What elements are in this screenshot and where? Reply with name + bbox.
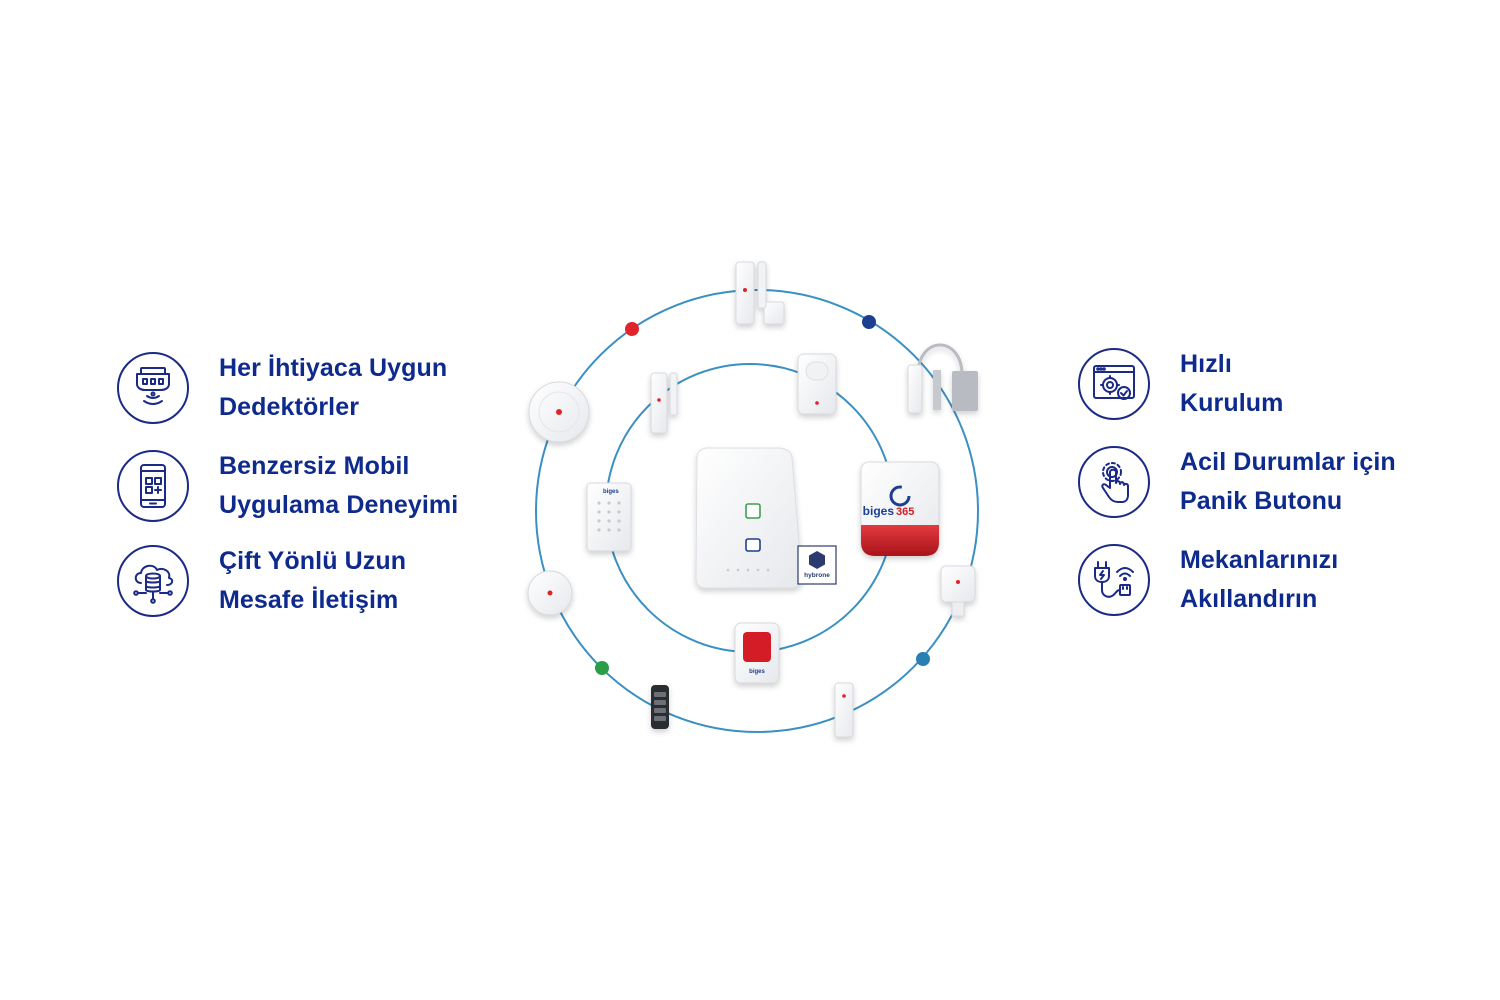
quick-setup-icon	[1078, 348, 1150, 420]
water-sensor-device	[527, 570, 573, 616]
feature-detectors-line2: Dedektörler	[219, 393, 360, 421]
outer-ring	[535, 289, 979, 733]
feature-communication-line2: Mesafe İletişim	[219, 586, 399, 614]
mobile-app-icon	[117, 450, 189, 522]
feature-detectors: Her İhtiyaca Uygun Dedektörler	[117, 349, 447, 427]
outdoor-siren-device: biges 365	[860, 461, 940, 556]
smart-plug-icon	[1078, 544, 1150, 616]
motion-detector-device	[797, 353, 837, 415]
feature-smart-line2: Akıllandırın	[1180, 585, 1318, 613]
keypad-device: biges	[586, 482, 632, 552]
ring-dot-red	[625, 322, 639, 336]
feature-quick-setup-line1: Hızlı	[1180, 350, 1232, 378]
hybrone-badge: hybrone	[797, 545, 837, 585]
panic-brand: biges	[749, 669, 765, 675]
feature-mobile-app: Benzersiz Mobil Uygulama Deneyimi	[117, 447, 458, 525]
feature-mobile-line2: Uygulama Deneyimi	[219, 491, 459, 519]
door-sensor-inner	[650, 372, 678, 434]
feature-detectors-line1: Her İhtiyaca Uygun	[219, 354, 448, 382]
badge-label: hybrone	[804, 572, 830, 579]
ring-dot-green	[595, 661, 609, 675]
feature-quick-setup-line2: Kurulum	[1180, 389, 1284, 417]
ring-dot-navy	[862, 315, 876, 329]
feature-smart-line1: Mekanlarınızı	[1180, 546, 1339, 574]
feature-panic-line2: Panik Butonu	[1180, 487, 1343, 515]
panic-button-device: biges	[734, 622, 780, 684]
feature-smart-spaces: Mekanlarınızı Akıllandırın	[1078, 541, 1338, 619]
feature-panic-line1: Acil Durumlar için	[1180, 448, 1396, 476]
wired-contact-sensor	[907, 343, 978, 414]
feature-panic-button: Acil Durumlar için Panik Butonu	[1078, 443, 1396, 521]
cloud-network-icon	[117, 545, 189, 617]
panic-touch-icon	[1078, 446, 1150, 518]
ring-dot-teal	[916, 652, 930, 666]
feature-communication-line1: Çift Yönlü Uzun	[219, 547, 407, 575]
smoke-detector-icon	[117, 352, 189, 424]
device-ecosystem-diagram: biges hybrone biges 365	[527, 261, 979, 738]
alarm-hub-panel	[695, 447, 803, 589]
smart-plug-device	[940, 565, 976, 617]
door-sensor-top	[735, 261, 785, 325]
siren-brand-suffix: 365	[896, 506, 914, 518]
feature-communication: Çift Yönlü Uzun Mesafe İletişim	[117, 542, 406, 620]
smoke-detector-device	[528, 381, 590, 443]
door-sensor-bottom	[834, 682, 854, 738]
remote-keyfob-device	[651, 685, 669, 729]
feature-quick-setup: Hızlı Kurulum	[1078, 345, 1283, 423]
keypad-brand: biges	[603, 489, 619, 495]
siren-brand: biges	[863, 504, 895, 518]
feature-mobile-line1: Benzersiz Mobil	[219, 452, 410, 480]
